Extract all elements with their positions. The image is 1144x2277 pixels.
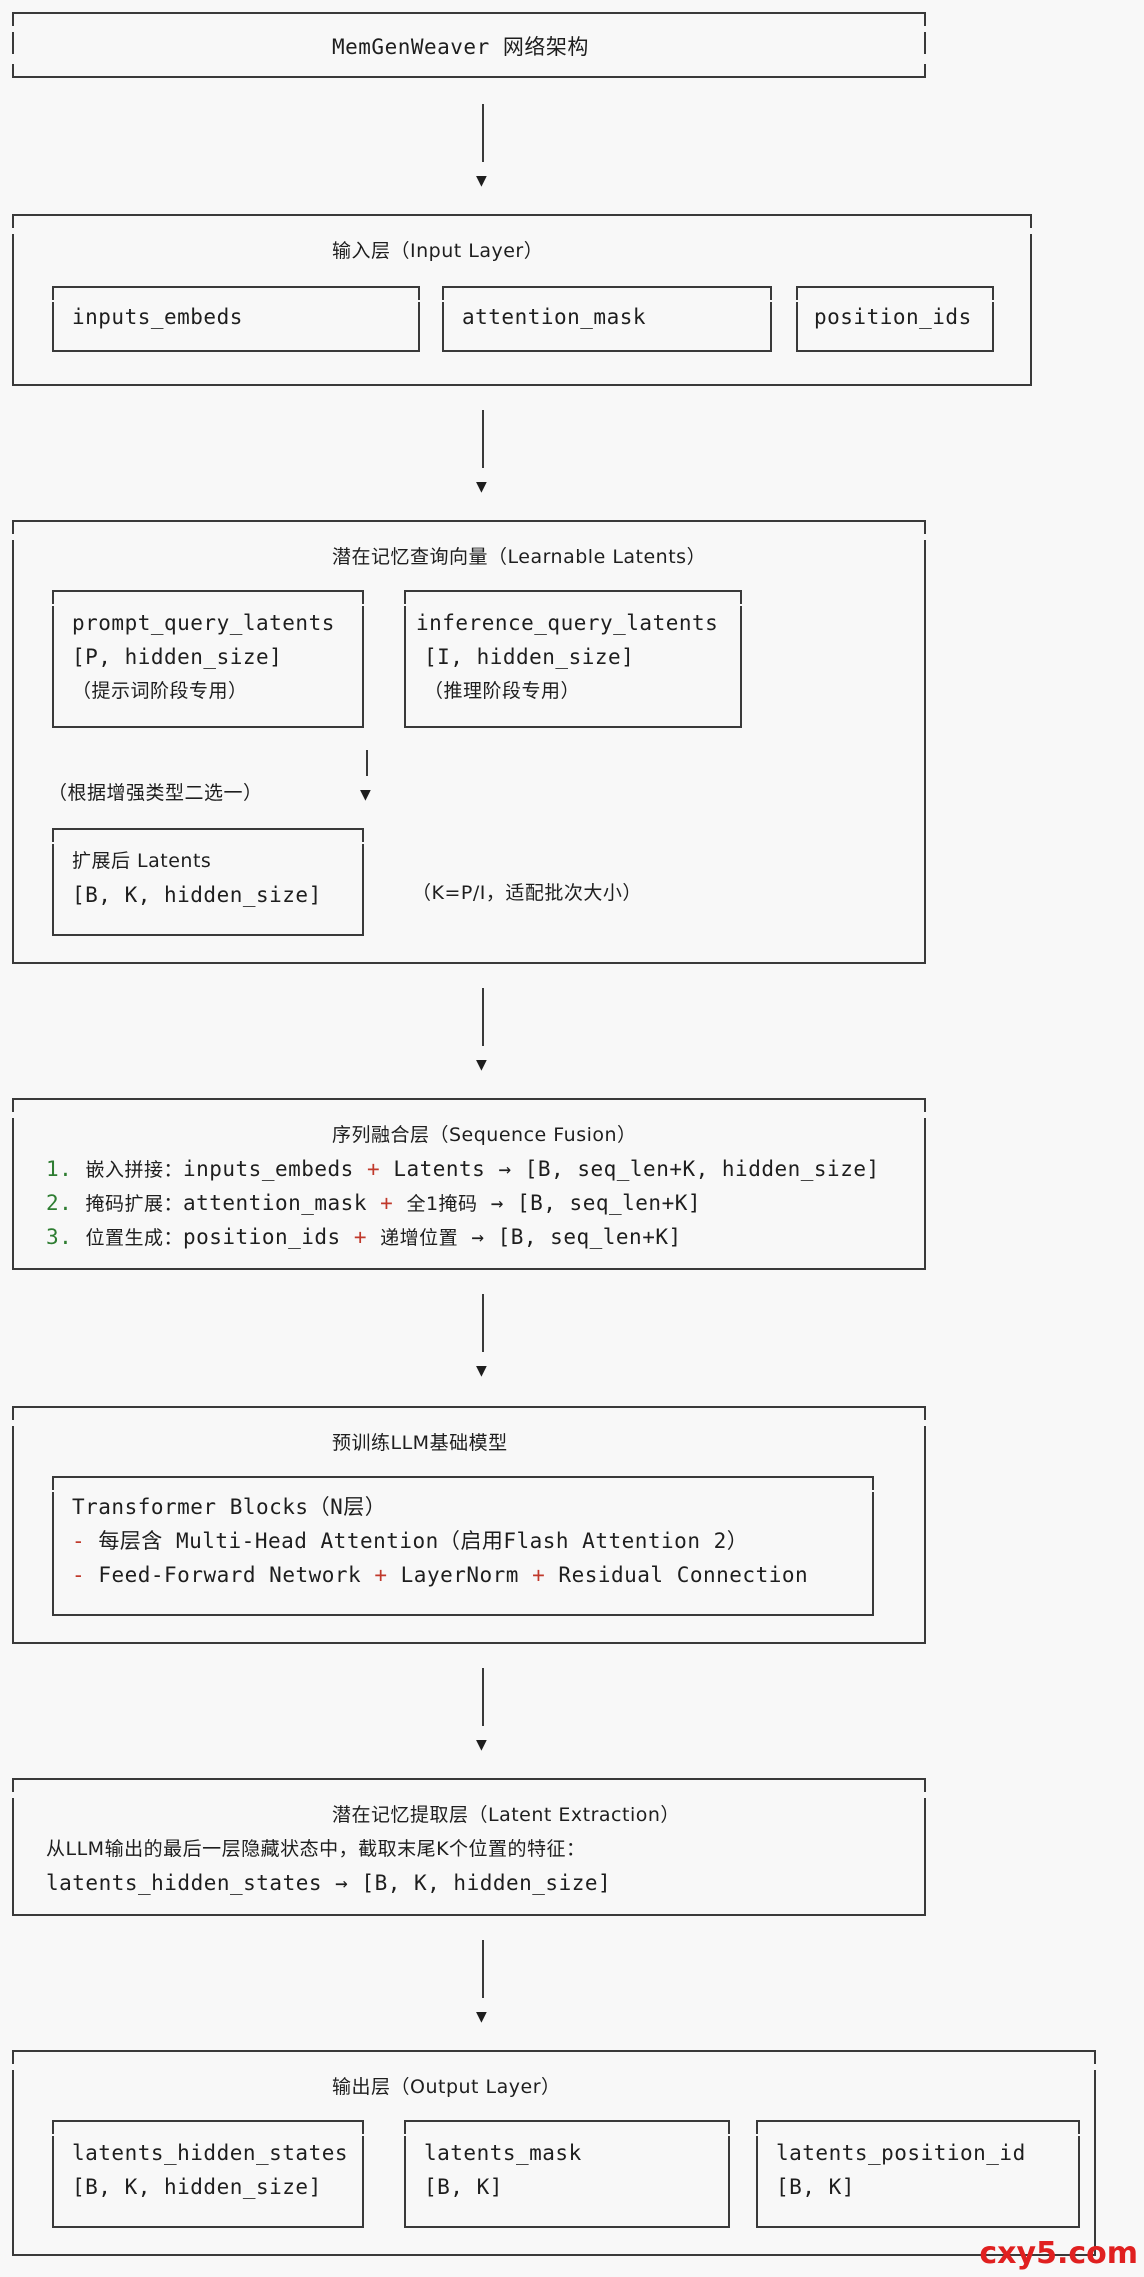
down-arrow-icon: ▼ bbox=[476, 1054, 487, 1075]
expanded-latents-name: 扩展后 Latents bbox=[72, 850, 212, 872]
input-layer-box: 输入层（Input Layer） inputs_embeds attention… bbox=[12, 214, 1032, 386]
expanded-latents-shape: [B, K, hidden_size] bbox=[72, 883, 322, 907]
fusion-step: 3. 位置生成：position_ids + 递增位置 → [B, seq_le… bbox=[46, 1225, 682, 1249]
output-item-name: latents_hidden_states bbox=[72, 2141, 349, 2165]
connector-line bbox=[482, 104, 484, 162]
prompt-latents-note: （提示词阶段专用） bbox=[72, 680, 248, 702]
output-layer-title: 输出层（Output Layer） bbox=[332, 2076, 561, 2098]
latent-query-box: 潜在记忆查询向量（Learnable Latents） prompt_query… bbox=[12, 520, 926, 964]
down-arrow-icon: ▼ bbox=[476, 476, 487, 497]
latent-extraction-desc: 从LLM输出的最后一层隐藏状态中，截取末尾K个位置的特征： bbox=[46, 1838, 586, 1860]
select-connector bbox=[366, 750, 368, 776]
down-arrow-icon: ▼ bbox=[360, 784, 371, 805]
output-item-name: latents_mask bbox=[424, 2141, 582, 2165]
latent-extraction-formula: latents_hidden_states → [B, K, hidden_si… bbox=[46, 1871, 612, 1895]
inference-latents-name: inference_query_latents bbox=[416, 611, 719, 635]
latent-extraction-title: 潜在记忆提取层（Latent Extraction） bbox=[332, 1804, 680, 1826]
input-item-label: position_ids bbox=[814, 305, 972, 329]
prompt-latents-shape: [P, hidden_size] bbox=[72, 645, 283, 669]
inference-latents-box: inference_query_latents [I, hidden_size]… bbox=[404, 590, 742, 728]
transformer-blocks-line: Transformer Blocks（N层） bbox=[72, 1495, 387, 1519]
sequence-fusion-title: 序列融合层（Sequence Fusion） bbox=[332, 1124, 637, 1146]
sequence-fusion-box: 序列融合层（Sequence Fusion） 1. 嵌入拼接：inputs_em… bbox=[12, 1098, 926, 1270]
prompt-latents-box: prompt_query_latents [P, hidden_size] （提… bbox=[52, 590, 364, 728]
connector-line bbox=[482, 988, 484, 1046]
output-item-shape: [B, K] bbox=[776, 2175, 855, 2199]
inference-latents-note: （推理阶段专用） bbox=[424, 680, 581, 702]
k-note: （K=P/I，适配批次大小） bbox=[412, 882, 642, 904]
input-item-label: attention_mask bbox=[462, 305, 647, 329]
inference-latents-shape: [I, hidden_size] bbox=[424, 645, 635, 669]
connector-line bbox=[482, 1668, 484, 1726]
output-item-box: latents_mask [B, K] bbox=[404, 2120, 730, 2228]
connector-line bbox=[482, 1294, 484, 1352]
connector-line bbox=[482, 410, 484, 468]
latent-query-title: 潜在记忆查询向量（Learnable Latents） bbox=[332, 546, 707, 568]
output-item-shape: [B, K, hidden_size] bbox=[72, 2175, 322, 2199]
output-item-shape: [B, K] bbox=[424, 2175, 503, 2199]
output-item-box: latents_position_id [B, K] bbox=[756, 2120, 1080, 2228]
down-arrow-icon: ▼ bbox=[476, 2006, 487, 2027]
transformer-blocks-line: - Feed-Forward Network + LayerNorm + Res… bbox=[72, 1563, 809, 1587]
input-layer-title: 输入层（Input Layer） bbox=[332, 240, 544, 262]
title-box: MemGenWeaver 网络架构 bbox=[12, 12, 926, 78]
down-arrow-icon: ▼ bbox=[476, 170, 487, 191]
llm-box: 预训练LLM基础模型 Transformer Blocks（N层） - 每层含 … bbox=[12, 1406, 926, 1644]
fusion-step: 2. 掩码扩展：attention_mask + 全1掩码 → [B, seq_… bbox=[46, 1191, 701, 1215]
latent-extraction-box: 潜在记忆提取层（Latent Extraction） 从LLM输出的最后一层隐藏… bbox=[12, 1778, 926, 1916]
llm-title: 预训练LLM基础模型 bbox=[332, 1432, 508, 1454]
connector-line bbox=[482, 1940, 484, 1998]
input-item-box: position_ids bbox=[796, 286, 994, 352]
select-note: （根据增强类型二选一） bbox=[48, 782, 263, 804]
input-item-label: inputs_embeds bbox=[72, 305, 243, 329]
down-arrow-icon: ▼ bbox=[476, 1360, 487, 1381]
fusion-step: 1. 嵌入拼接：inputs_embeds + Latents → [B, se… bbox=[46, 1157, 880, 1181]
output-layer-box: 输出层（Output Layer） latents_hidden_states … bbox=[12, 2050, 1096, 2256]
input-item-box: inputs_embeds bbox=[52, 286, 420, 352]
down-arrow-icon: ▼ bbox=[476, 1734, 487, 1755]
output-item-box: latents_hidden_states [B, K, hidden_size… bbox=[52, 2120, 364, 2228]
prompt-latents-name: prompt_query_latents bbox=[72, 611, 335, 635]
watermark: cxy5.com bbox=[979, 2236, 1138, 2271]
expanded-latents-box: 扩展后 Latents [B, K, hidden_size] bbox=[52, 828, 364, 936]
input-item-box: attention_mask bbox=[442, 286, 772, 352]
transformer-blocks-box: Transformer Blocks（N层） - 每层含 Multi-Head … bbox=[52, 1476, 874, 1616]
output-item-name: latents_position_id bbox=[776, 2141, 1026, 2165]
transformer-blocks-line: - 每层含 Multi-Head Attention（启用Flash Atten… bbox=[72, 1529, 749, 1553]
diagram-title: MemGenWeaver 网络架构 bbox=[332, 35, 589, 59]
